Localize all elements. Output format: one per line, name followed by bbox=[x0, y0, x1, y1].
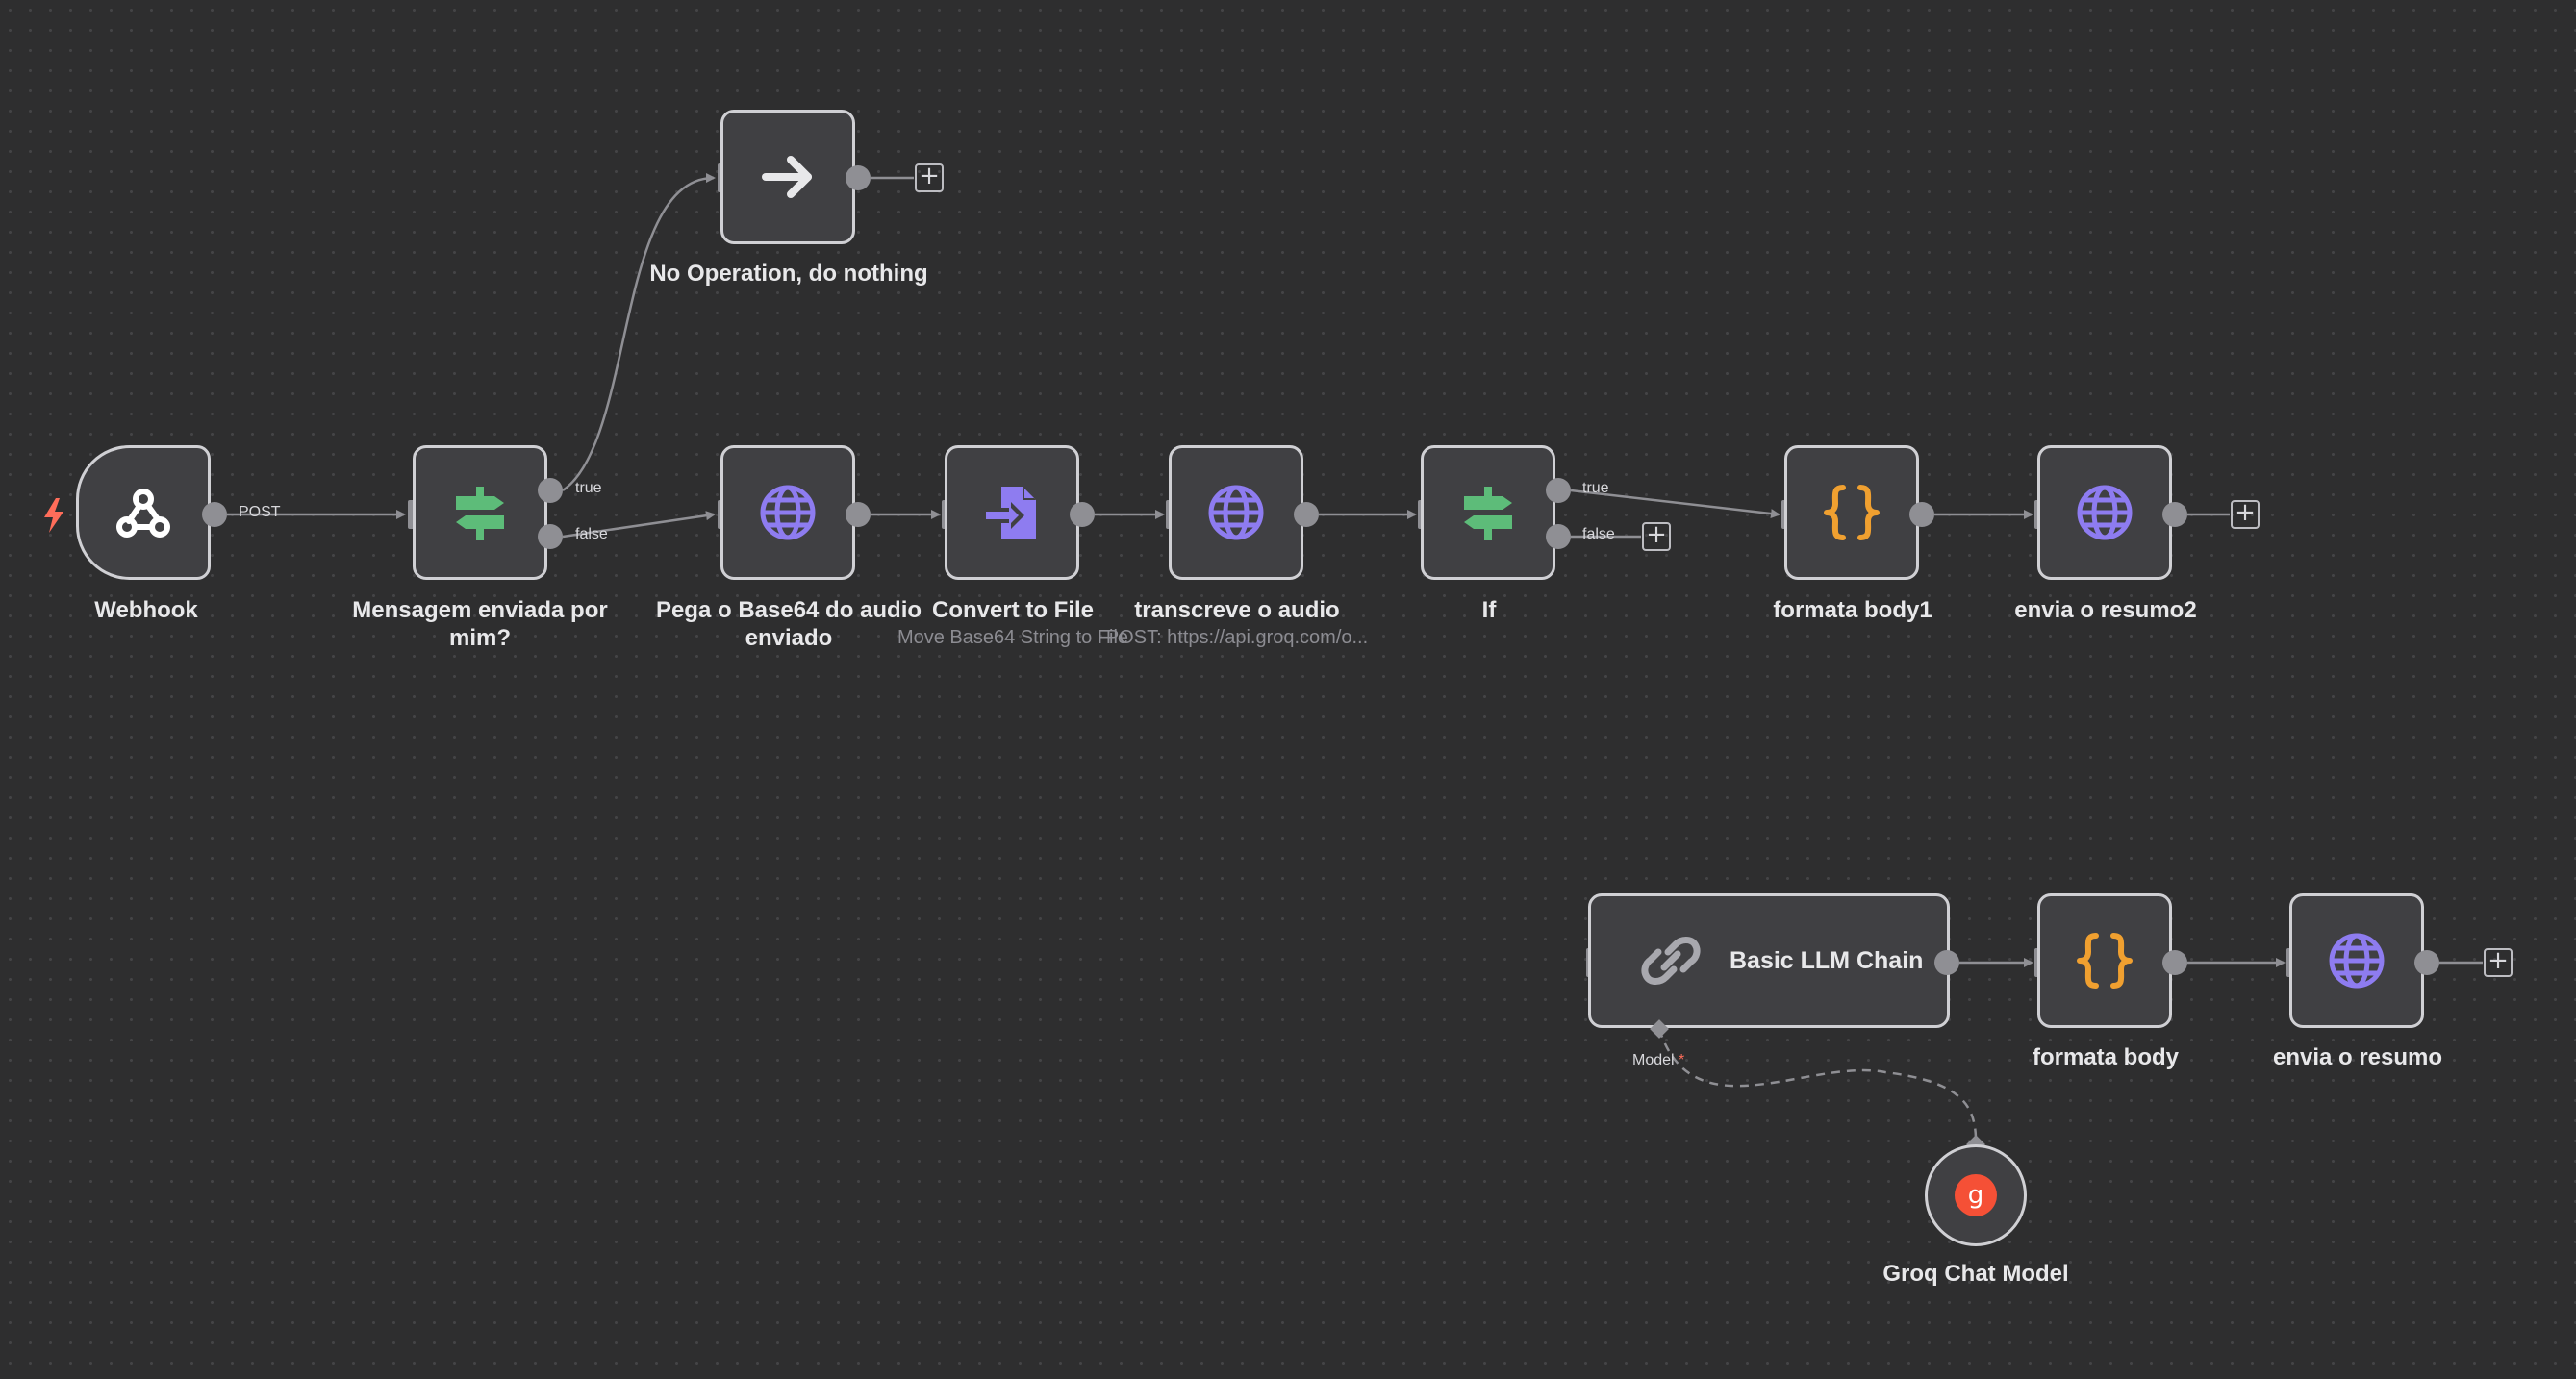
file-convert-icon bbox=[982, 483, 1042, 542]
if-false-add-button[interactable]: + bbox=[1642, 522, 1671, 551]
envia2-add-button[interactable]: + bbox=[2231, 500, 2260, 529]
pega-output-port[interactable] bbox=[846, 502, 871, 527]
transcreve-title: transcreve o audio bbox=[1134, 597, 1340, 623]
groq-node[interactable]: g bbox=[1925, 1144, 2027, 1246]
envia-output-port[interactable] bbox=[2414, 950, 2439, 975]
envia2-output-port[interactable] bbox=[2162, 502, 2187, 527]
if-false-port[interactable] bbox=[1546, 524, 1571, 549]
webhook-output-label: POST bbox=[239, 504, 281, 520]
globe-icon bbox=[2075, 483, 2134, 542]
webhook-output-port[interactable] bbox=[202, 502, 227, 527]
convert-subtitle: Move Base64 String to File bbox=[897, 627, 1129, 648]
convert-output-port[interactable] bbox=[1070, 502, 1095, 527]
if-node[interactable] bbox=[1421, 445, 1555, 580]
noop-title: No Operation, do nothing bbox=[649, 261, 928, 287]
mensagem-false-label: false bbox=[575, 526, 608, 542]
globe-icon bbox=[758, 483, 818, 542]
transcreve-node[interactable] bbox=[1169, 445, 1303, 580]
mensagem-true-port[interactable] bbox=[538, 478, 563, 503]
noop-node[interactable] bbox=[720, 110, 855, 244]
transcreve-subtitle: POST: https://api.groq.com/o... bbox=[1105, 627, 1369, 648]
envia2-node[interactable] bbox=[2037, 445, 2172, 580]
envia2-title: envia o resumo2 bbox=[2014, 597, 2197, 623]
envia-add-button[interactable]: + bbox=[2484, 948, 2513, 977]
formata1-title: formata body1 bbox=[1773, 597, 1932, 623]
mensagem-title: Mensagem enviada por mim? bbox=[352, 597, 608, 651]
noop-add-button[interactable]: + bbox=[915, 163, 944, 192]
signpost-icon bbox=[1458, 483, 1518, 542]
signpost-icon bbox=[450, 483, 510, 542]
convert-title: Convert to File bbox=[931, 597, 1094, 623]
llm-model-label: Model * bbox=[1632, 1052, 1684, 1069]
model-label-text: Model bbox=[1632, 1052, 1675, 1068]
wire-mensagem-true-to-noop bbox=[562, 173, 716, 492]
globe-icon bbox=[2327, 931, 2387, 990]
if-false-label: false bbox=[1582, 526, 1615, 542]
globe-icon bbox=[1206, 483, 1266, 542]
groq-icon-letter: g bbox=[1968, 1181, 1984, 1210]
envia-node[interactable] bbox=[2289, 893, 2424, 1028]
noop-output-port[interactable] bbox=[846, 165, 871, 190]
llm-output-port[interactable] bbox=[1934, 950, 1959, 975]
if-true-label: true bbox=[1582, 480, 1609, 496]
chain-link-icon bbox=[1641, 931, 1701, 990]
braces-icon bbox=[2075, 931, 2134, 990]
webhook-title: Webhook bbox=[94, 597, 198, 623]
mensagem-true-label: true bbox=[575, 480, 602, 496]
wire-mensagem-false-to-pega bbox=[562, 511, 716, 539]
if-title: If bbox=[1481, 597, 1497, 623]
transcreve-output-port[interactable] bbox=[1294, 502, 1319, 527]
formata-node[interactable] bbox=[2037, 893, 2172, 1028]
mensagem-false-port[interactable] bbox=[538, 524, 563, 549]
arrow-right-icon bbox=[758, 147, 818, 207]
if-true-port[interactable] bbox=[1546, 478, 1571, 503]
braces-icon bbox=[1822, 483, 1881, 542]
mensagem-node[interactable] bbox=[413, 445, 547, 580]
convert-node[interactable] bbox=[945, 445, 1079, 580]
envia-title: envia o resumo bbox=[2272, 1044, 2443, 1070]
wire-if-true-to-formata1 bbox=[1570, 489, 1780, 519]
wire-model-to-groq bbox=[1657, 1028, 1978, 1145]
webhook-node[interactable] bbox=[76, 445, 211, 580]
model-required-mark: * bbox=[1679, 1052, 1685, 1068]
llm-node[interactable]: Basic LLM Chain bbox=[1588, 893, 1950, 1028]
pega-title: Pega o Base64 do audio enviado bbox=[655, 597, 922, 651]
webhook-icon bbox=[114, 483, 173, 542]
formata1-output-port[interactable] bbox=[1909, 502, 1934, 527]
formata-output-port[interactable] bbox=[2162, 950, 2187, 975]
groq-icon: g bbox=[1954, 1173, 1998, 1217]
groq-title: Groq Chat Model bbox=[1882, 1261, 2069, 1287]
pega-node[interactable] bbox=[720, 445, 855, 580]
llm-title: Basic LLM Chain bbox=[1730, 946, 1924, 974]
formata1-node[interactable] bbox=[1784, 445, 1919, 580]
formata-title: formata body bbox=[2032, 1044, 2179, 1070]
trigger-bolt-icon bbox=[44, 498, 63, 533]
